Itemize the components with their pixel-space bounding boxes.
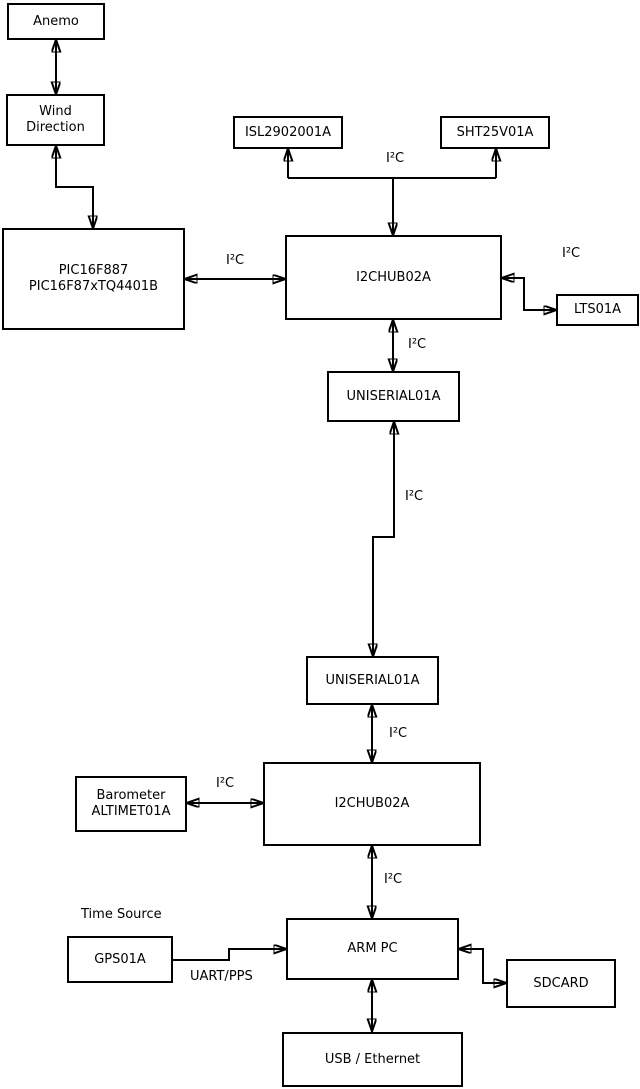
- edge-label-i2c-branch: I²C: [386, 151, 405, 166]
- node-anemo-label: Anemo: [33, 13, 79, 29]
- node-wind-direction-line2: Direction: [26, 120, 85, 135]
- node-pic: PIC16F887 PIC16F87xTQ4401B: [2, 228, 185, 330]
- node-arm-pc-label: ARM PC: [347, 941, 398, 956]
- edge-winddirection-pic: [56, 146, 93, 228]
- node-sdcard-label: SDCARD: [533, 975, 589, 991]
- edge-label-i2c-uniserial1-uniserial2: I²C: [405, 489, 424, 504]
- node-pic-line1: PIC16F887: [58, 263, 129, 278]
- node-wind-direction-line1: Wind: [39, 104, 72, 119]
- edge-hub1-lts: [502, 278, 556, 310]
- node-uniserial01a-2-label: UNISERIAL01A: [325, 672, 420, 688]
- node-barometer: Barometer ALTIMET01A: [75, 776, 187, 832]
- node-usb-ethernet-label: USB / Ethernet: [324, 1051, 421, 1067]
- edge-label-i2c-hub2-armpc: I²C: [384, 872, 403, 887]
- edge-label-time-source: Time Source: [81, 907, 162, 922]
- node-i2chub02a-2-label: I2CHUB02A: [334, 796, 410, 811]
- edge-gps-armpc: [173, 949, 286, 961]
- node-usb-ethernet: USB / Ethernet: [282, 1032, 463, 1087]
- edge-label-i2c-hub1-uniserial1: I²C: [408, 337, 427, 352]
- node-wind-direction: Wind Direction: [6, 94, 105, 146]
- node-isl2902001a: ISL2902001A: [233, 116, 343, 149]
- node-gps01a: GPS01A: [67, 936, 173, 983]
- node-uniserial01a-2: UNISERIAL01A: [306, 656, 439, 705]
- edge-label-uart-pps: UART/PPS: [190, 969, 253, 984]
- node-i2chub02a-2: I2CHUB02A: [263, 762, 481, 846]
- node-gps01a-label: GPS01A: [94, 951, 146, 967]
- node-sdcard: SDCARD: [506, 959, 616, 1008]
- node-i2chub02a-1: I2CHUB02A: [285, 235, 502, 320]
- node-barometer-line1: Barometer: [96, 788, 166, 803]
- node-barometer-line2: ALTIMET01A: [91, 804, 171, 819]
- node-arm-pc: ARM PC: [286, 918, 459, 980]
- node-lts01a-label: LTS01A: [573, 302, 622, 317]
- edge-uniserial1-uniserial2: [373, 422, 394, 656]
- edge-label-i2c-uniserial2-hub2: I²C: [389, 726, 408, 741]
- node-uniserial01a-1: UNISERIAL01A: [327, 371, 460, 422]
- node-pic-line2: PIC16F87xTQ4401B: [28, 279, 159, 294]
- edge-label-i2c-pic-hub1: I²C: [226, 253, 245, 268]
- node-i2chub02a-1-label: I2CHUB02A: [356, 269, 431, 285]
- node-lts01a: LTS01A: [556, 294, 639, 326]
- node-anemo: Anemo: [7, 3, 105, 40]
- edge-label-i2c-hub1-lts: I²C: [562, 246, 581, 261]
- node-isl2902001a-label: ISL2902001A: [244, 124, 332, 140]
- edge-label-i2c-barometer-hub2: I²C: [216, 776, 235, 791]
- node-sht25v01a-label: SHT25V01A: [456, 124, 534, 140]
- node-sht25v01a: SHT25V01A: [440, 116, 550, 149]
- node-uniserial01a-1-label: UNISERIAL01A: [346, 388, 441, 404]
- edge-armpc-sdcard: [459, 949, 506, 983]
